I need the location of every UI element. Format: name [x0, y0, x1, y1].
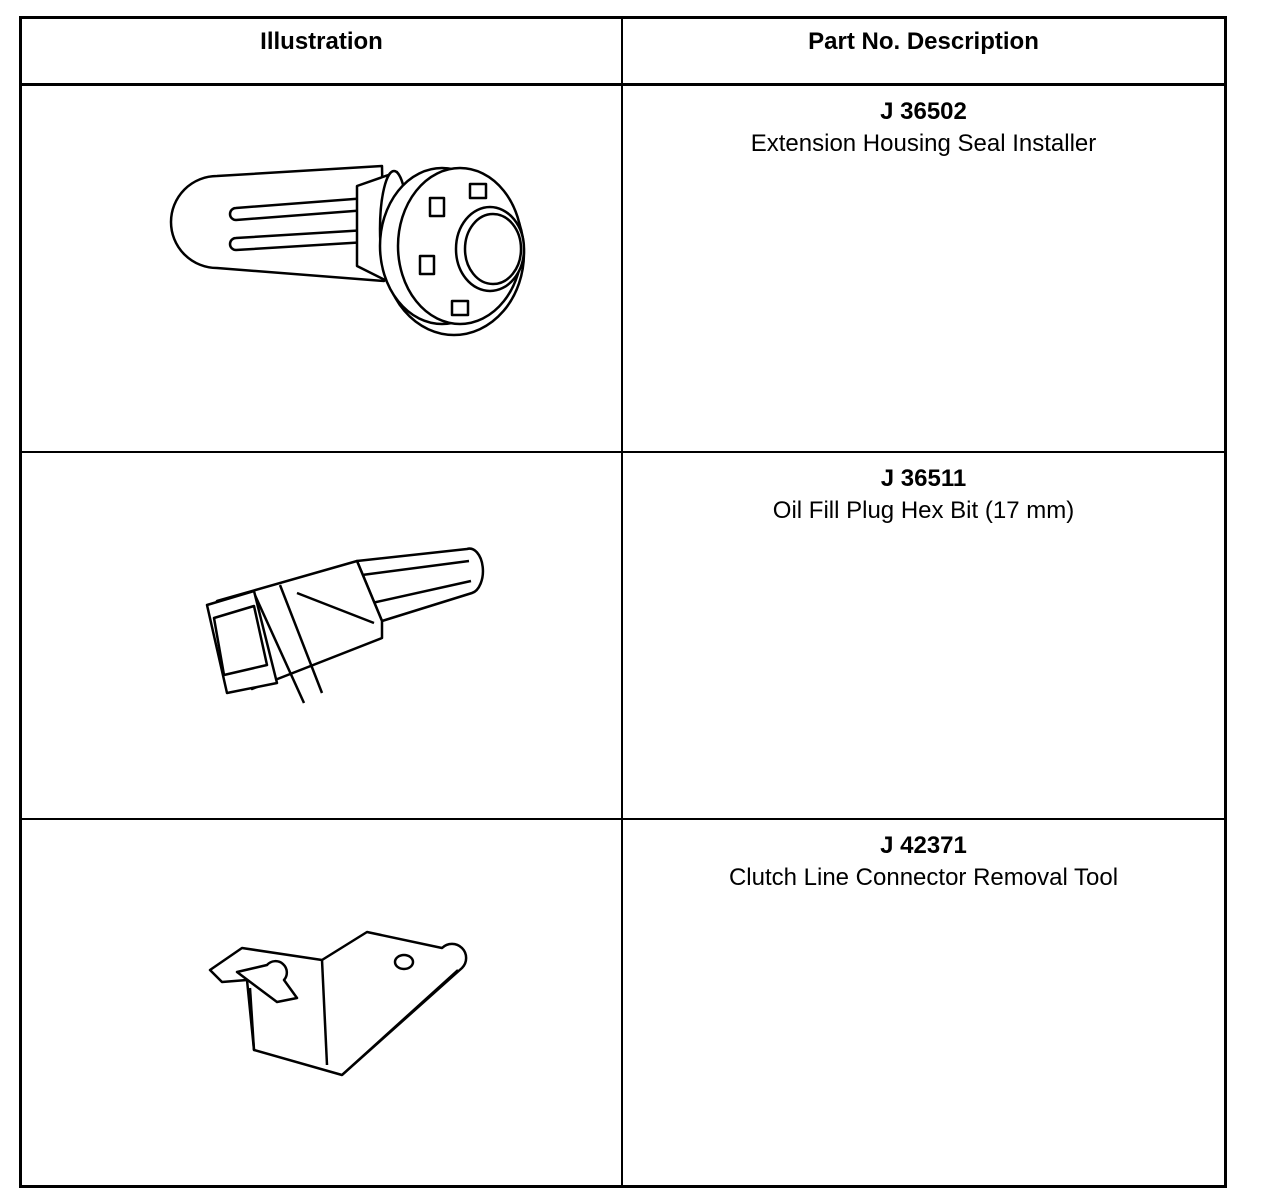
- part-description: Clutch Line Connector Removal Tool: [728, 864, 1119, 891]
- part-description: Oil Fill Plug Hex Bit (17 mm): [772, 497, 1075, 524]
- header-illustration: Illustration: [22, 19, 623, 86]
- illustration-cell: [22, 86, 623, 453]
- part-number: J 36511: [880, 465, 967, 492]
- connector-removal-tool-icon: [208, 930, 468, 1077]
- description-cell: J 42371 Clutch Line Connector Removal To…: [623, 820, 1224, 1185]
- part-number: J 36502: [880, 98, 967, 125]
- header-description: Part No. Description: [623, 19, 1224, 86]
- description-cell: J 36511 Oil Fill Plug Hex Bit (17 mm): [623, 453, 1224, 820]
- hex-bit-icon: [205, 547, 485, 704]
- illustration-cell: [22, 453, 623, 820]
- part-description: Extension Housing Seal Installer: [750, 130, 1097, 157]
- part-number: J 42371: [880, 832, 967, 859]
- special-tools-table: Illustration Part No. Description: [19, 16, 1227, 1188]
- illustration-cell: [22, 820, 623, 1185]
- header-description-label: Part No. Description: [808, 28, 1039, 55]
- seal-installer-icon: [169, 164, 526, 337]
- header-illustration-label: Illustration: [260, 28, 383, 55]
- description-cell: J 36502 Extension Housing Seal Installer: [623, 86, 1224, 453]
